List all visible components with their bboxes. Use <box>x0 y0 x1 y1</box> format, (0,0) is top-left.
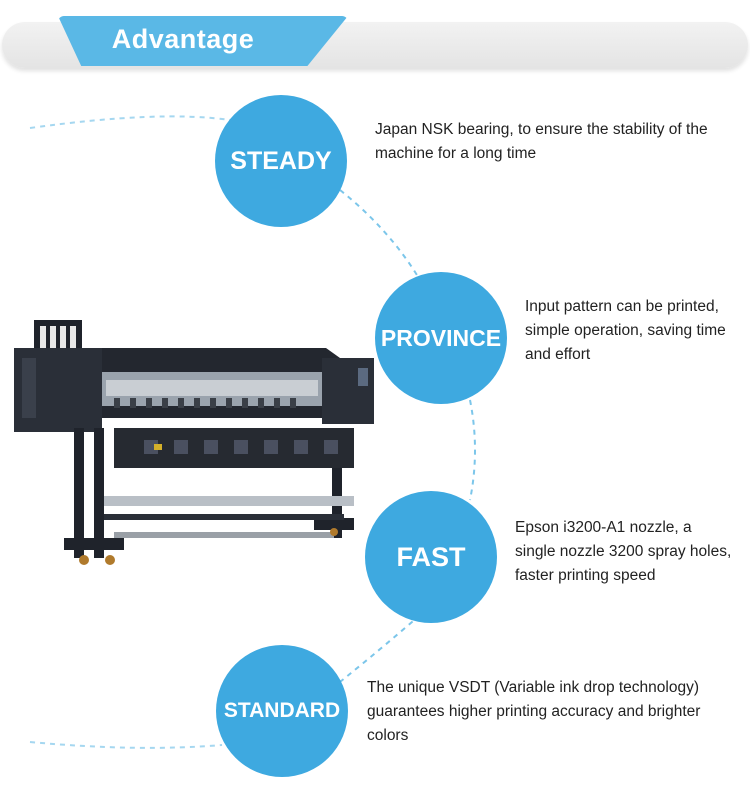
printer-image <box>14 320 374 565</box>
page-title: Advantage <box>111 23 255 54</box>
feature-circle-steady: STEADY <box>215 95 347 227</box>
feature-title-province: PROVINCE <box>380 324 502 351</box>
feature-title-standard: STANDARD <box>223 699 341 722</box>
feature-desc-standard: The unique VSDT (Variable ink drop techn… <box>367 679 701 744</box>
feature-desc-fast: Epson i3200-A1 nozzle, a single nozzle 3… <box>515 519 732 584</box>
feature-circle-standard: STANDARD <box>216 645 348 777</box>
header-tab <box>58 16 348 66</box>
feature-circle-fast: FAST <box>365 491 497 623</box>
feature-desc-province: Input pattern can be printed, simple ope… <box>525 298 726 363</box>
feature-circle-province: PROVINCE <box>375 272 507 404</box>
feature-desc-steady: Japan NSK bearing, to ensure the stabili… <box>375 121 708 162</box>
feature-title-fast: FAST <box>396 541 466 572</box>
feature-title-steady: STEADY <box>230 146 332 175</box>
